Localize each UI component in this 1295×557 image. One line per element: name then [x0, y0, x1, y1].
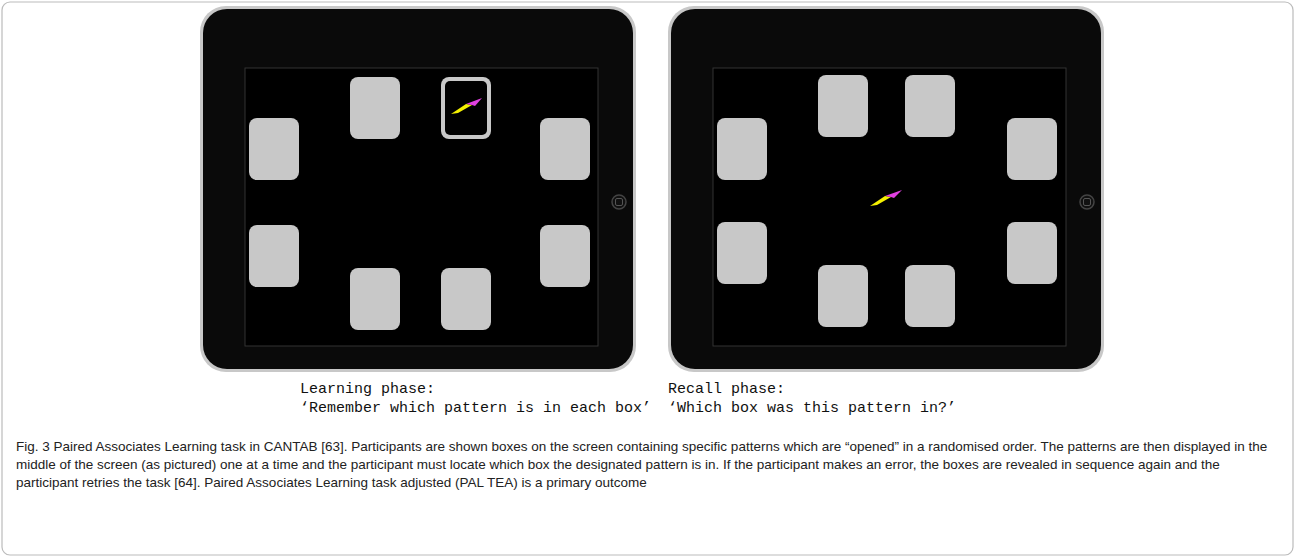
tablet-right	[668, 6, 1104, 372]
figure-caption: Fig. 3 Paired Associates Learning task i…	[16, 438, 1280, 492]
phase-title: Learning phase:	[300, 380, 435, 399]
phase-instruction: ‘Remember which pattern is in each box’	[300, 399, 651, 418]
tablet-left	[200, 6, 636, 372]
phase-instruction: ‘Which box was this pattern in?’	[668, 399, 956, 418]
phase-title: Recall phase:	[668, 380, 785, 399]
